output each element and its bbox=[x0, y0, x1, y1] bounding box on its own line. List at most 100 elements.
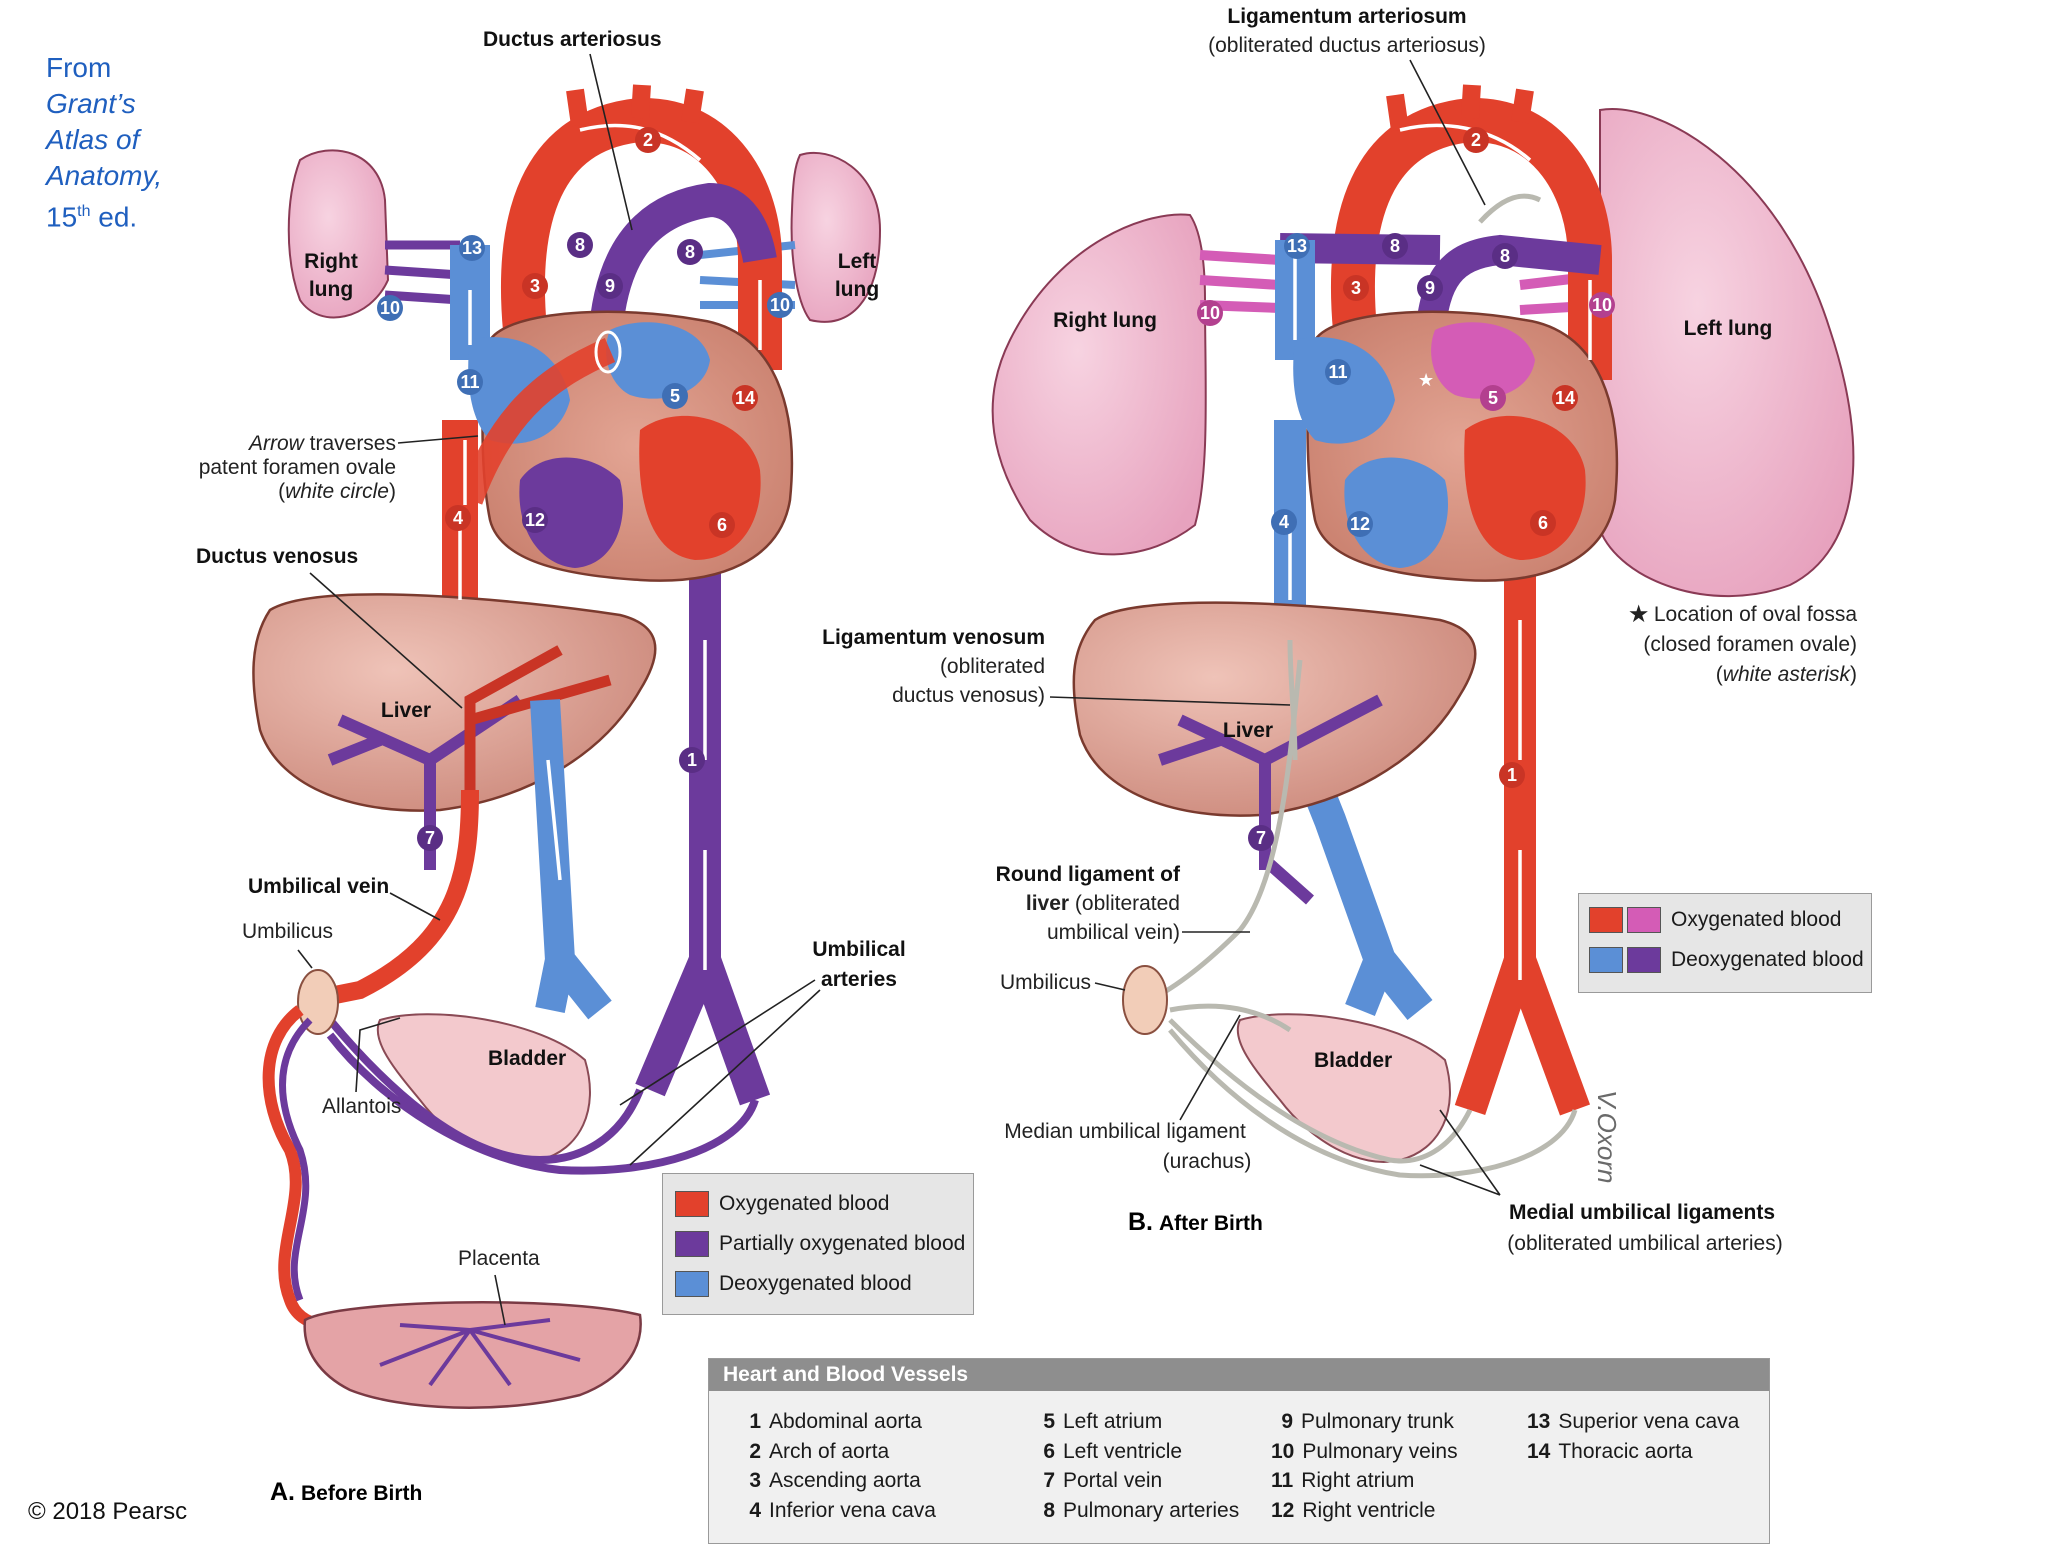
number-14-b: 14 bbox=[1555, 388, 1575, 408]
legend-item-oxygenated: Oxygenated blood bbox=[675, 1184, 973, 1224]
liver-b bbox=[1074, 603, 1476, 816]
legend-item-deoxygenated-b: Deoxygenated blood bbox=[1589, 940, 1871, 980]
label-ductus-arteriosus: Ductus arteriosus bbox=[483, 28, 662, 51]
left-lung-b bbox=[1594, 109, 1853, 596]
label-round-ligament-3: umbilical vein) bbox=[1047, 921, 1180, 944]
number-6-b: 6 bbox=[1538, 513, 1548, 533]
number-8-a-right: 8 bbox=[685, 242, 695, 262]
label-left-lung-b: Left lung bbox=[1684, 317, 1773, 340]
number-8-a-left: 8 bbox=[575, 235, 585, 255]
key-column-3: 9Pulmonary trunk 10Pulmonary veins 11Rig… bbox=[1271, 1407, 1458, 1525]
number-10-a-right: 10 bbox=[770, 295, 790, 315]
number-4-b: 4 bbox=[1279, 512, 1289, 532]
key-item: 7Portal vein bbox=[1033, 1466, 1239, 1496]
key-item: 12Right ventricle bbox=[1271, 1496, 1458, 1526]
key-item: 14Thoracic aorta bbox=[1527, 1437, 1739, 1467]
copyright-notice: © 2018 Pearsc bbox=[28, 1498, 198, 1526]
label-bladder-b: Bladder bbox=[1314, 1049, 1392, 1072]
swatch-oxygenated-red bbox=[1589, 907, 1623, 933]
bladder-a bbox=[378, 1014, 590, 1162]
label-oval-fossa-3: (white asterisk) bbox=[1716, 663, 1857, 686]
legend-after-birth: Oxygenated blood Deoxygenated blood bbox=[1578, 893, 1872, 993]
label-ligamentum-venosum-sub2: ductus venosus) bbox=[892, 684, 1045, 707]
swatch-oxygenated bbox=[675, 1191, 709, 1217]
bladder-b bbox=[1238, 1014, 1450, 1162]
caption-before-birth: A.Before Birth bbox=[270, 1478, 422, 1506]
label-left-lung-a-2: lung bbox=[835, 278, 879, 301]
number-12-b: 12 bbox=[1350, 514, 1370, 534]
panel-b-after-birth: ★ 2 13 8 8 3 9 10 10 11 5 14 4 12 bbox=[822, 5, 1857, 1255]
legend-item-oxygenated-b: Oxygenated blood bbox=[1589, 900, 1871, 940]
label-median-ligament-1: Median umbilical ligament bbox=[1004, 1120, 1246, 1143]
label-umbilicus-b: Umbilicus bbox=[1000, 971, 1091, 994]
leader-umbilicus-b bbox=[1095, 983, 1125, 990]
label-left-lung-a-1: Left bbox=[838, 250, 877, 273]
label-medial-ligaments-1: Medial umbilical ligaments bbox=[1509, 1201, 1775, 1224]
label-bladder-a: Bladder bbox=[488, 1047, 566, 1070]
number-2-b: 2 bbox=[1471, 130, 1481, 150]
label-placenta: Placenta bbox=[458, 1247, 540, 1270]
number-13-a: 13 bbox=[462, 238, 482, 258]
ligamentum-arteriosum-b bbox=[1480, 196, 1540, 222]
swatch-deoxygenated bbox=[675, 1271, 709, 1297]
number-6-a: 6 bbox=[717, 515, 727, 535]
umbilicus-b bbox=[1123, 966, 1167, 1034]
label-umbilicus-a: Umbilicus bbox=[242, 920, 333, 943]
label-allantois: Allantois bbox=[322, 1095, 401, 1118]
right-lung-b bbox=[993, 214, 1206, 554]
label-median-ligament-2: (urachus) bbox=[1163, 1150, 1252, 1173]
legend-before-birth: Oxygenated blood Partially oxygenated bl… bbox=[662, 1173, 974, 1315]
legend-item-partially-oxygenated: Partially oxygenated blood bbox=[675, 1224, 973, 1264]
key-item: 13Superior vena cava bbox=[1527, 1407, 1739, 1437]
number-7-a: 7 bbox=[425, 828, 435, 848]
swatch-partially-oxygenated bbox=[675, 1231, 709, 1257]
number-11-b: 11 bbox=[1328, 362, 1347, 382]
key-column-1: 1Abdominal aorta 2Arch of aorta 3Ascendi… bbox=[739, 1407, 936, 1525]
label-oval-fossa-2: (closed foramen ovale) bbox=[1643, 633, 1857, 656]
caption-after-birth: B.After Birth bbox=[1128, 1208, 1263, 1236]
key-item: 5Left atrium bbox=[1033, 1407, 1239, 1437]
number-5-a: 5 bbox=[670, 386, 680, 406]
pulmonary-vessels-right-a bbox=[385, 245, 460, 300]
label-ligamentum-venosum-sub1: (obliterated bbox=[940, 655, 1045, 678]
leader-umbilicus-a bbox=[298, 950, 312, 968]
number-10-b-right: 10 bbox=[1592, 295, 1612, 315]
label-ligamentum-arteriosum-sub: (obliterated ductus arteriosus) bbox=[1208, 34, 1486, 57]
oval-fossa-asterisk: ★ bbox=[1418, 370, 1434, 390]
number-14-a: 14 bbox=[735, 388, 755, 408]
key-column-2: 5Left atrium 6Left ventricle 7Portal vei… bbox=[1033, 1407, 1239, 1525]
key-item: 10Pulmonary veins bbox=[1271, 1437, 1458, 1467]
key-item: 4Inferior vena cava bbox=[739, 1496, 936, 1526]
swatch-oxygenated-pink bbox=[1627, 907, 1661, 933]
key-item: 9Pulmonary trunk bbox=[1271, 1407, 1458, 1437]
number-7-b: 7 bbox=[1256, 828, 1266, 848]
label-oval-fossa-1: ★ Location of oval fossa bbox=[1629, 603, 1857, 626]
key-item: 8Pulmonary arteries bbox=[1033, 1496, 1239, 1526]
number-11-a: 11 bbox=[460, 372, 479, 392]
number-9-b: 9 bbox=[1425, 278, 1435, 298]
label-medial-ligaments-2: (obliterated umbilical arteries) bbox=[1507, 1232, 1782, 1255]
label-umbilical-vein: Umbilical vein bbox=[248, 875, 389, 898]
label-ligamentum-venosum: Ligamentum venosum bbox=[822, 626, 1045, 649]
label-umbilical-arteries-1: Umbilical bbox=[812, 938, 905, 961]
label-ligamentum-arteriosum: Ligamentum arteriosum bbox=[1227, 5, 1466, 28]
leader-median-ligament bbox=[1180, 1015, 1240, 1120]
label-right-lung-a-1: Right bbox=[304, 250, 358, 273]
label-white-circle: (white circle) bbox=[278, 480, 396, 503]
label-right-lung-b: Right lung bbox=[1053, 309, 1157, 332]
number-4-a: 4 bbox=[453, 508, 463, 528]
number-8-b-right: 8 bbox=[1500, 246, 1510, 266]
label-round-ligament-1: Round ligament of bbox=[996, 863, 1181, 886]
leader-umbilical-vein bbox=[390, 893, 440, 920]
label-umbilical-arteries-2: arteries bbox=[821, 968, 897, 991]
number-3-b: 3 bbox=[1351, 278, 1361, 298]
swatch-deoxygenated-purple bbox=[1627, 947, 1661, 973]
number-1-a: 1 bbox=[687, 750, 697, 770]
number-10-a-left: 10 bbox=[380, 298, 400, 318]
key-title: Heart and Blood Vessels bbox=[709, 1359, 1769, 1391]
number-12-a: 12 bbox=[525, 510, 545, 530]
key-item: 3Ascending aorta bbox=[739, 1466, 936, 1496]
key-column-4: 13Superior vena cava 14Thoracic aorta bbox=[1527, 1407, 1739, 1466]
number-3-a: 3 bbox=[530, 276, 540, 296]
